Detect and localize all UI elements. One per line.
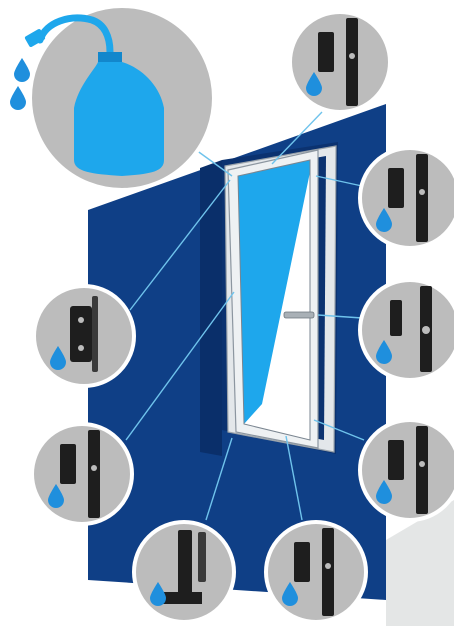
oil-can-callout xyxy=(10,6,214,190)
side-hinge-icon xyxy=(70,296,98,372)
callout-lower-right-lock xyxy=(360,420,454,520)
callout-bottom-corner-hinge xyxy=(134,522,234,622)
droplet-icon xyxy=(10,86,26,110)
callout-circle xyxy=(290,12,390,112)
callout-left-lower-lock xyxy=(32,424,132,524)
callout-handle-gear xyxy=(360,280,454,380)
oil-droplets xyxy=(10,58,30,110)
callout-upper-right-lock xyxy=(360,148,454,248)
callout-circle xyxy=(266,522,366,622)
droplet-icon xyxy=(14,58,30,82)
callout-circle xyxy=(360,148,454,248)
callout-bottom-keeper xyxy=(266,522,366,622)
callout-circle xyxy=(360,420,454,520)
callout-top-hinge xyxy=(290,12,390,112)
window-handle xyxy=(284,312,314,318)
callout-left-hinge xyxy=(34,286,134,386)
callout-circle xyxy=(32,424,132,524)
callout-circle xyxy=(360,280,454,380)
